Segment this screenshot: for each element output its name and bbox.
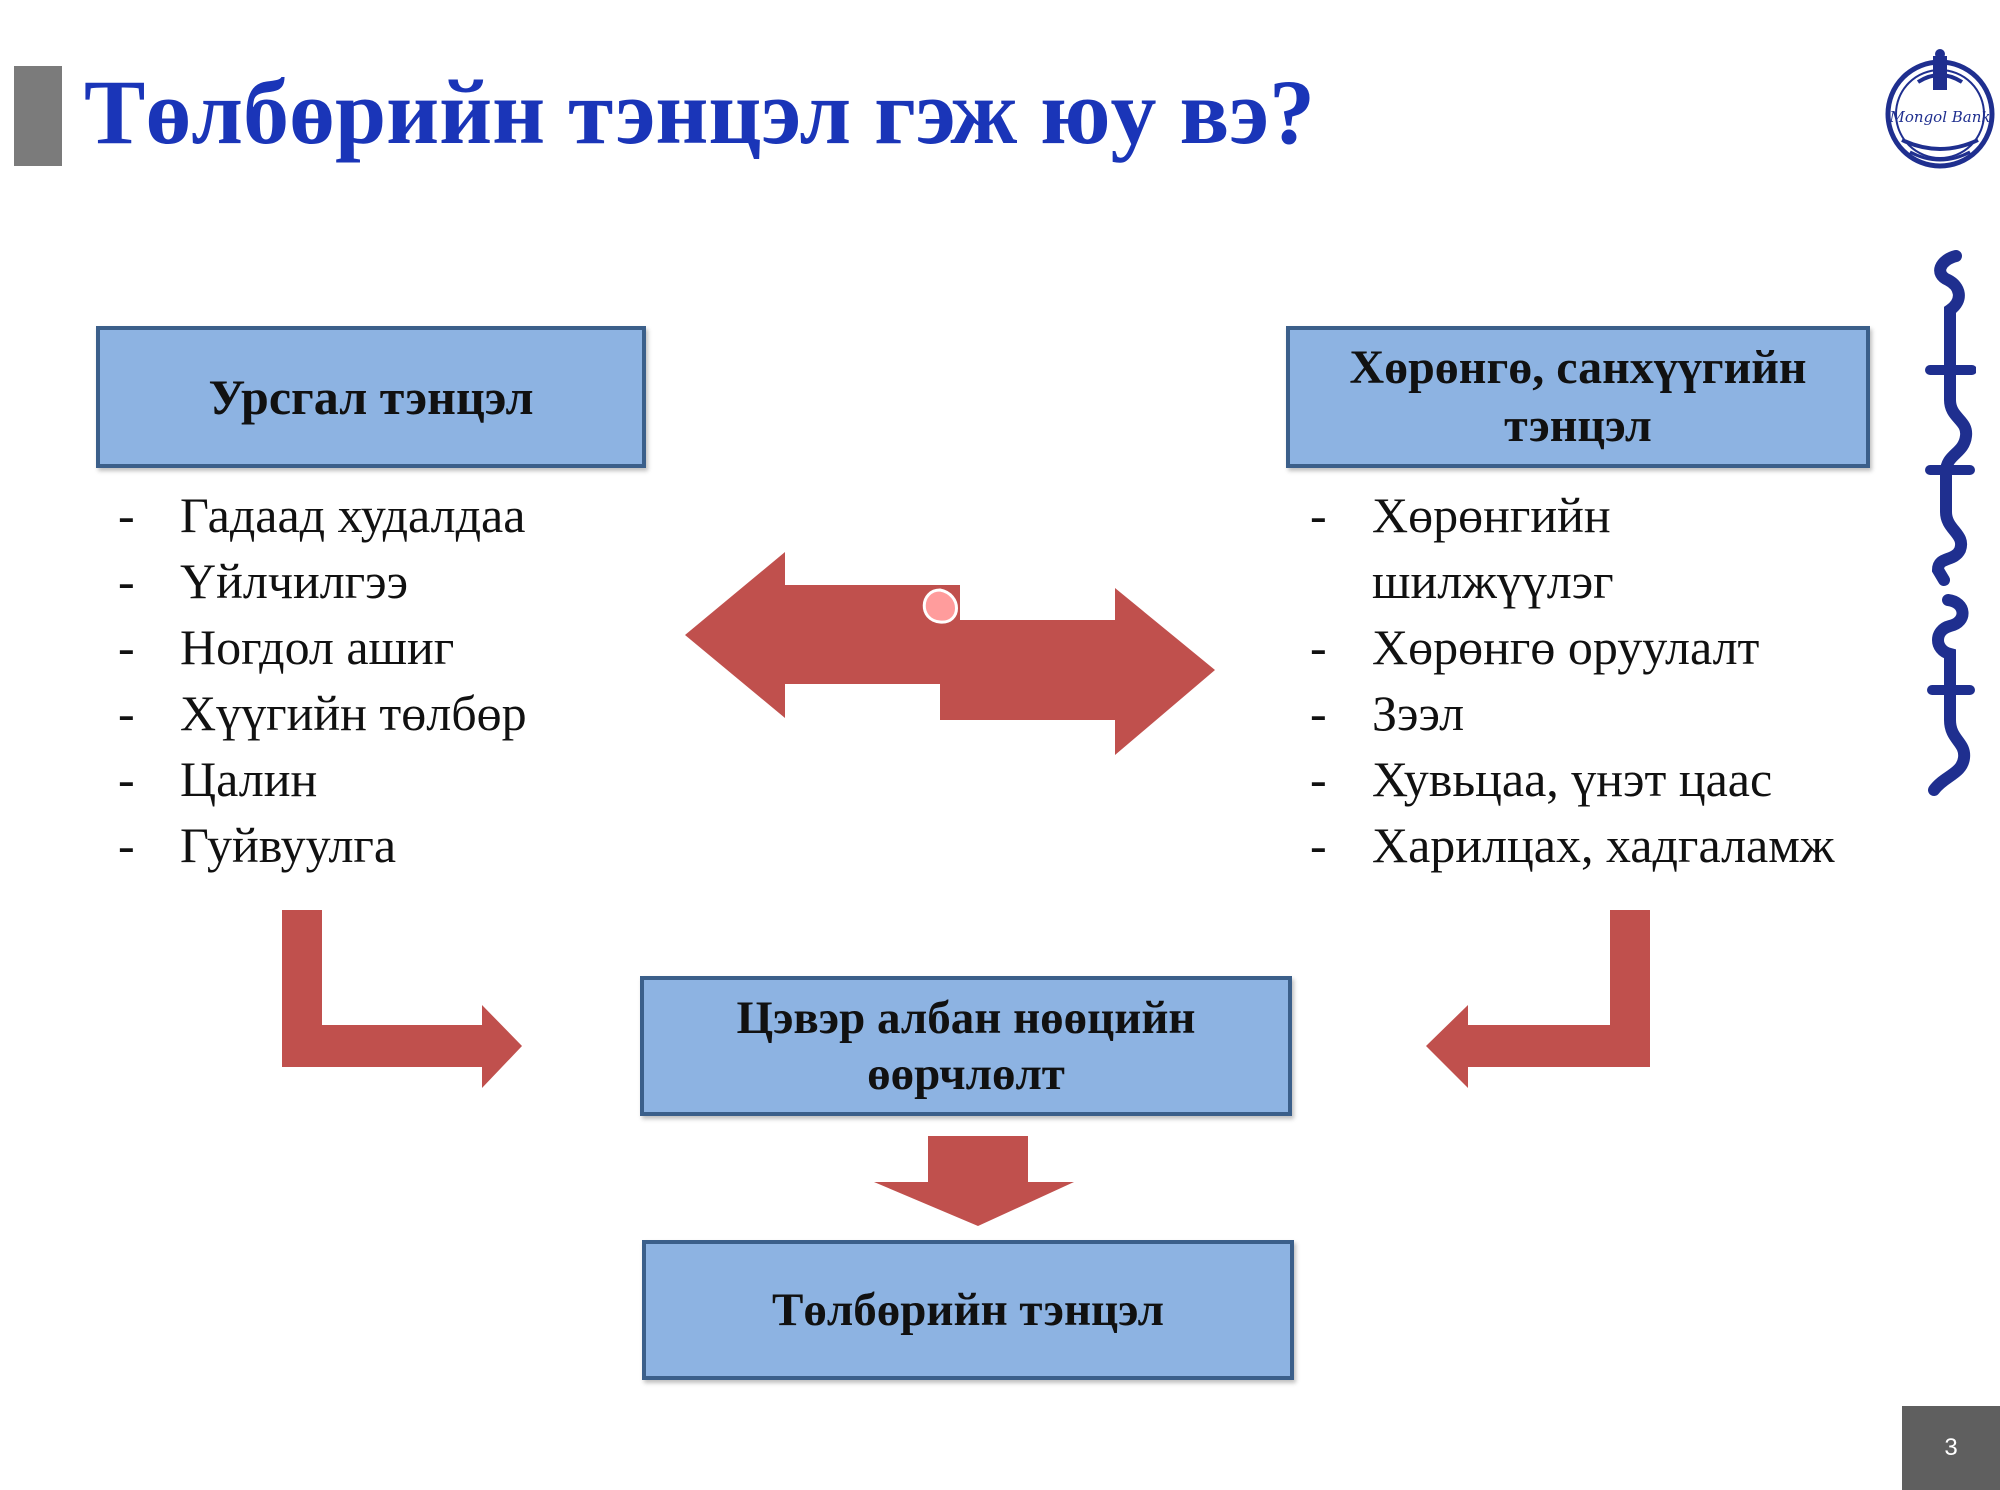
list-item: -Цалин	[112, 746, 672, 812]
list-item: -Зээл	[1304, 680, 1904, 746]
bullet-dash: -	[118, 553, 135, 609]
list-item: -Хүүгийн төлбөр	[112, 680, 672, 746]
down-arrow	[874, 1136, 1074, 1226]
logo-text: Mongol Bank	[1889, 108, 1991, 126]
title-accent-bar	[14, 66, 62, 166]
capital-financial-account-box: Хөрөнгө, санхүүгийн тэнцэл	[1286, 326, 1870, 468]
right-bent-arrow	[1426, 910, 1650, 1088]
list-item: -Гуйвуулга	[112, 812, 672, 878]
left-pointing-arrow	[685, 552, 960, 718]
list-item: -Гадаад худалдаа	[112, 482, 672, 548]
page-number: 3	[1902, 1406, 2000, 1490]
list-item: -Хувьцаа, үнэт цаас	[1304, 746, 1904, 812]
bullet-dash: -	[118, 751, 135, 807]
bullet-dash: -	[118, 817, 135, 873]
left-bent-arrow	[282, 910, 522, 1088]
net-reserve-change-box: Цэвэр албан нөөцийн өөрчлөлт	[640, 976, 1292, 1116]
list-item: -Хөрөнгийн шилжүүлэг	[1304, 482, 1672, 614]
list-item: -Хөрөнгө оруулалт	[1304, 614, 1904, 680]
list-item: -Ногдол ашиг	[112, 614, 672, 680]
arrow-fold-curl	[922, 588, 958, 624]
list-item: -Харилцах, хадгаламж	[1304, 812, 1904, 878]
list-item: -Үйлчилгээ	[112, 548, 672, 614]
bullet-dash: -	[1310, 685, 1327, 741]
mongolian-script-calligraphy	[1925, 250, 1976, 796]
current-account-box: Урсгал тэнцэл	[96, 326, 646, 468]
mongol-bank-logo: Mongol Bank	[1885, 49, 1995, 169]
bullet-dash: -	[118, 487, 135, 543]
right-pointing-arrow	[940, 588, 1215, 755]
bullet-dash: -	[1310, 487, 1327, 543]
bullet-dash: -	[118, 619, 135, 675]
bullet-dash: -	[1310, 817, 1327, 873]
slide-title: Төлбөрийн тэнцэл гэж юу вэ?	[84, 61, 1315, 163]
current-account-list: -Гадаад худалдаа -Үйлчилгээ -Ногдол ашиг…	[112, 482, 672, 878]
bullet-dash: -	[118, 685, 135, 741]
bullet-dash: -	[1310, 751, 1327, 807]
capital-financial-account-list: -Хөрөнгийн шилжүүлэг -Хөрөнгө оруулалт -…	[1304, 482, 1904, 878]
bullet-dash: -	[1310, 619, 1327, 675]
balance-of-payments-box: Төлбөрийн тэнцэл	[642, 1240, 1294, 1380]
